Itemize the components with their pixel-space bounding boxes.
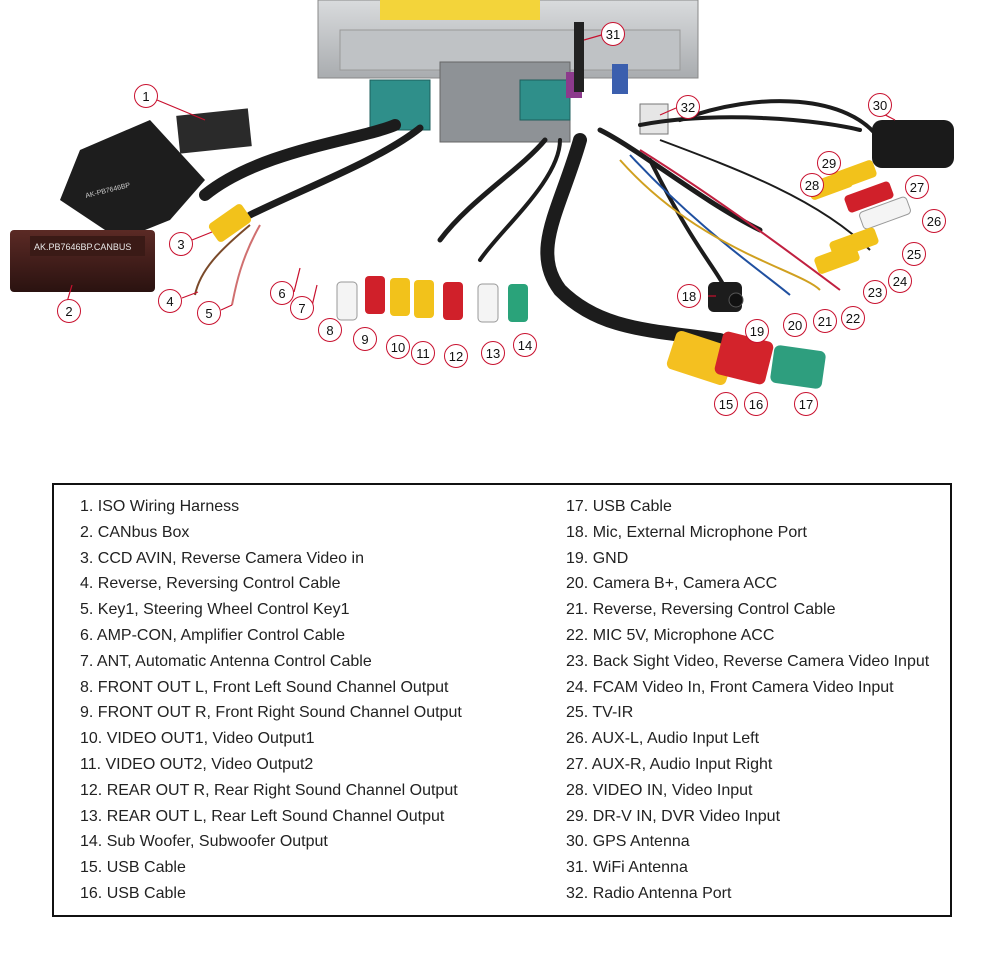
callout-8: 8 xyxy=(318,318,342,342)
callout-14: 14 xyxy=(513,333,537,357)
legend-item: 4. Reverse, Reversing Control Cable xyxy=(80,575,341,593)
rca-plug-8 xyxy=(336,281,358,321)
legend-item: 22. MIC 5V, Microphone ACC xyxy=(566,626,775,644)
legend-item: 1. ISO Wiring Harness xyxy=(80,498,240,515)
callout-19: 19 xyxy=(745,319,769,343)
rca-plug-10 xyxy=(390,278,410,316)
legend-item: 18. Mic, External Microphone Port xyxy=(566,523,807,541)
legend-item: 29. DR-V IN, DVR Video Input xyxy=(566,807,781,825)
callout-21: 21 xyxy=(813,309,837,333)
legend-box: 1. ISO Wiring Harness 2. CANbus Box 3. C… xyxy=(52,483,952,917)
callout-22: 22 xyxy=(841,306,865,330)
legend-item: 15. USB Cable xyxy=(80,859,186,877)
legend-item: 21. Reverse, Reversing Control Cable xyxy=(566,601,836,619)
callout-5: 5 xyxy=(197,301,221,325)
callout-26: 26 xyxy=(922,209,946,233)
callout-31: 31 xyxy=(601,22,625,46)
legend-item: 28. VIDEO IN, Video Input xyxy=(566,781,753,799)
head-unit xyxy=(317,0,699,143)
legend-item: 19. GND xyxy=(566,549,629,567)
callout-6: 6 xyxy=(270,281,294,305)
callout-3: 3 xyxy=(169,232,193,256)
wifi-antenna-icon xyxy=(574,22,584,92)
legend-item: 32. Radio Antenna Port xyxy=(566,884,732,902)
callout-23: 23 xyxy=(863,280,887,304)
legend-item: 17. USB Cable xyxy=(566,498,672,515)
callout-7: 7 xyxy=(290,296,314,320)
rca-plug-12 xyxy=(443,282,463,320)
rca-plug-11 xyxy=(414,280,434,318)
legend-item: 6. AMP-CON, Amplifier Control Cable xyxy=(80,626,345,644)
legend-item: 20. Camera B+, Camera ACC xyxy=(566,575,778,593)
legend-column-left: 1. ISO Wiring Harness 2. CANbus Box 3. C… xyxy=(80,494,462,907)
legend-item: 10. VIDEO OUT1, Video Output1 xyxy=(80,730,315,748)
callout-30: 30 xyxy=(868,93,892,117)
callout-10: 10 xyxy=(386,335,410,359)
callout-2: 2 xyxy=(57,299,81,323)
legend-item: 31. WiFi Antenna xyxy=(566,859,688,877)
legend-item: 16. USB Cable xyxy=(80,884,186,902)
rca-plug-29 xyxy=(831,160,877,190)
legend-item: 5. Key1, Steering Wheel Control Key1 xyxy=(80,601,350,619)
callout-27: 27 xyxy=(905,175,929,199)
rca-plug-27 xyxy=(844,181,894,213)
legend-item: 7. ANT, Automatic Antenna Control Cable xyxy=(80,652,372,670)
callout-16: 16 xyxy=(744,392,768,416)
callout-29: 29 xyxy=(817,151,841,175)
callout-18: 18 xyxy=(677,284,701,308)
wiring-diagram-photo: AK-PB7646BP AK.PB7646BP.CANBUS xyxy=(10,0,954,389)
legend-item: 27. AUX-R, Audio Input Right xyxy=(566,755,773,773)
legend-item: 23. Back Sight Video, Reverse Camera Vid… xyxy=(566,652,930,670)
canbus-box: AK.PB7646BP.CANBUS xyxy=(10,230,155,292)
usb-cable-17 xyxy=(770,345,826,389)
callout-9: 9 xyxy=(353,327,377,351)
rca-plug-9 xyxy=(365,276,385,314)
legend-column-right: 17. USB Cable 18. Mic, External Micropho… xyxy=(566,494,929,907)
callout-17: 17 xyxy=(794,392,818,416)
gps-antenna xyxy=(872,120,954,168)
legend-item: 26. AUX-L, Audio Input Left xyxy=(566,730,760,748)
mic-jack xyxy=(708,282,744,312)
legend-item: 14. Sub Woofer, Subwoofer Output xyxy=(80,833,328,851)
callout-20: 20 xyxy=(783,313,807,337)
iso-harness: AK-PB7646BP xyxy=(60,108,252,240)
callout-24: 24 xyxy=(888,269,912,293)
legend-item: 2. CANbus Box xyxy=(80,523,190,541)
callout-25: 25 xyxy=(902,242,926,266)
svg-text:AK.PB7646BP.CANBUS: AK.PB7646BP.CANBUS xyxy=(34,242,131,252)
rca-plug-3 xyxy=(208,204,252,242)
legend-item: 9. FRONT OUT R, Front Right Sound Channe… xyxy=(80,704,462,722)
callout-32: 32 xyxy=(676,95,700,119)
usb-cable-16 xyxy=(714,331,774,385)
legend-item: 12. REAR OUT R, Rear Right Sound Channel… xyxy=(80,781,458,799)
legend-item: 3. CCD AVIN, Reverse Camera Video in xyxy=(80,549,364,567)
callout-13: 13 xyxy=(481,341,505,365)
legend-item: 11. VIDEO OUT2, Video Output2 xyxy=(80,755,314,773)
callout-1: 1 xyxy=(134,84,158,108)
legend-item: 25. TV-IR xyxy=(566,704,634,722)
legend-item: 30. GPS Antenna xyxy=(566,833,690,851)
callout-28: 28 xyxy=(800,173,824,197)
callout-11: 11 xyxy=(411,341,435,365)
callout-4: 4 xyxy=(158,289,182,313)
legend-item: 24. FCAM Video In, Front Camera Video In… xyxy=(566,678,894,696)
legend-item: 8. FRONT OUT L, Front Left Sound Channel… xyxy=(80,678,449,696)
legend-item: 13. REAR OUT L, Rear Left Sound Channel … xyxy=(80,807,445,825)
rca-plug-26 xyxy=(859,196,911,230)
rca-plug-14 xyxy=(508,284,528,322)
rca-plug-23 xyxy=(814,244,860,274)
rca-plug-13 xyxy=(477,283,499,323)
callout-12: 12 xyxy=(444,344,468,368)
callout-15: 15 xyxy=(714,392,738,416)
